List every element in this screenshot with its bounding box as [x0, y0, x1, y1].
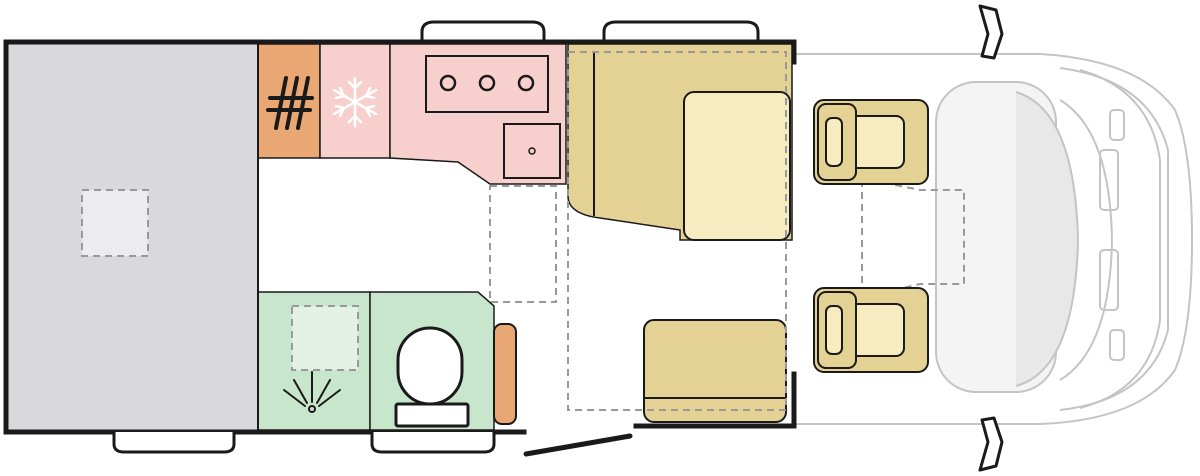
cab-vent-bottom-small: [1109, 329, 1125, 361]
cab-vent-top-small: [1109, 109, 1125, 141]
window-bathroom: [370, 432, 496, 454]
garage-hatch: [81, 189, 149, 257]
snowflake-icon: [332, 76, 378, 128]
dinette-table: [683, 91, 791, 241]
sink-drain: [528, 147, 536, 155]
heater-icon: [266, 76, 314, 130]
vehicle-cab: [792, 53, 1194, 425]
cab-inner-line-2: [1079, 69, 1161, 409]
dashed-outlines: [489, 51, 965, 411]
toilet-icon: [394, 326, 470, 428]
cab-vent-bottom: [1099, 249, 1119, 311]
mirror-bottom: [978, 416, 1004, 472]
shower-head-icon: [283, 371, 341, 413]
wardrobe: [493, 323, 517, 425]
side-mirrors: [978, 4, 1004, 472]
step-outline: [489, 185, 557, 303]
windscreen-curve: [1015, 91, 1080, 387]
hob: [425, 55, 549, 113]
dropdown-bed-outline: [567, 51, 787, 411]
window-dinette: [602, 20, 760, 44]
dashboard-line: [1059, 99, 1114, 381]
shower-skylight: [291, 305, 359, 371]
cab-seat-bottom: [813, 287, 929, 373]
window-kitchen: [420, 20, 546, 44]
cab-table-outline: [859, 177, 965, 299]
windows-bottom: [112, 432, 496, 454]
window-garage: [112, 432, 236, 454]
dinette-bench-front: [643, 319, 787, 423]
hob-burners-icon: [439, 74, 535, 92]
cab-seat-top: [813, 99, 929, 185]
roof-windows-top: [420, 20, 760, 44]
cab-vent-top: [1099, 149, 1119, 211]
entry-door[interactable]: [523, 433, 633, 457]
cab-body-outline: [792, 53, 1194, 425]
sink-icon: [503, 123, 561, 179]
heater-unit: [257, 43, 321, 159]
mirror-top: [978, 4, 1004, 60]
